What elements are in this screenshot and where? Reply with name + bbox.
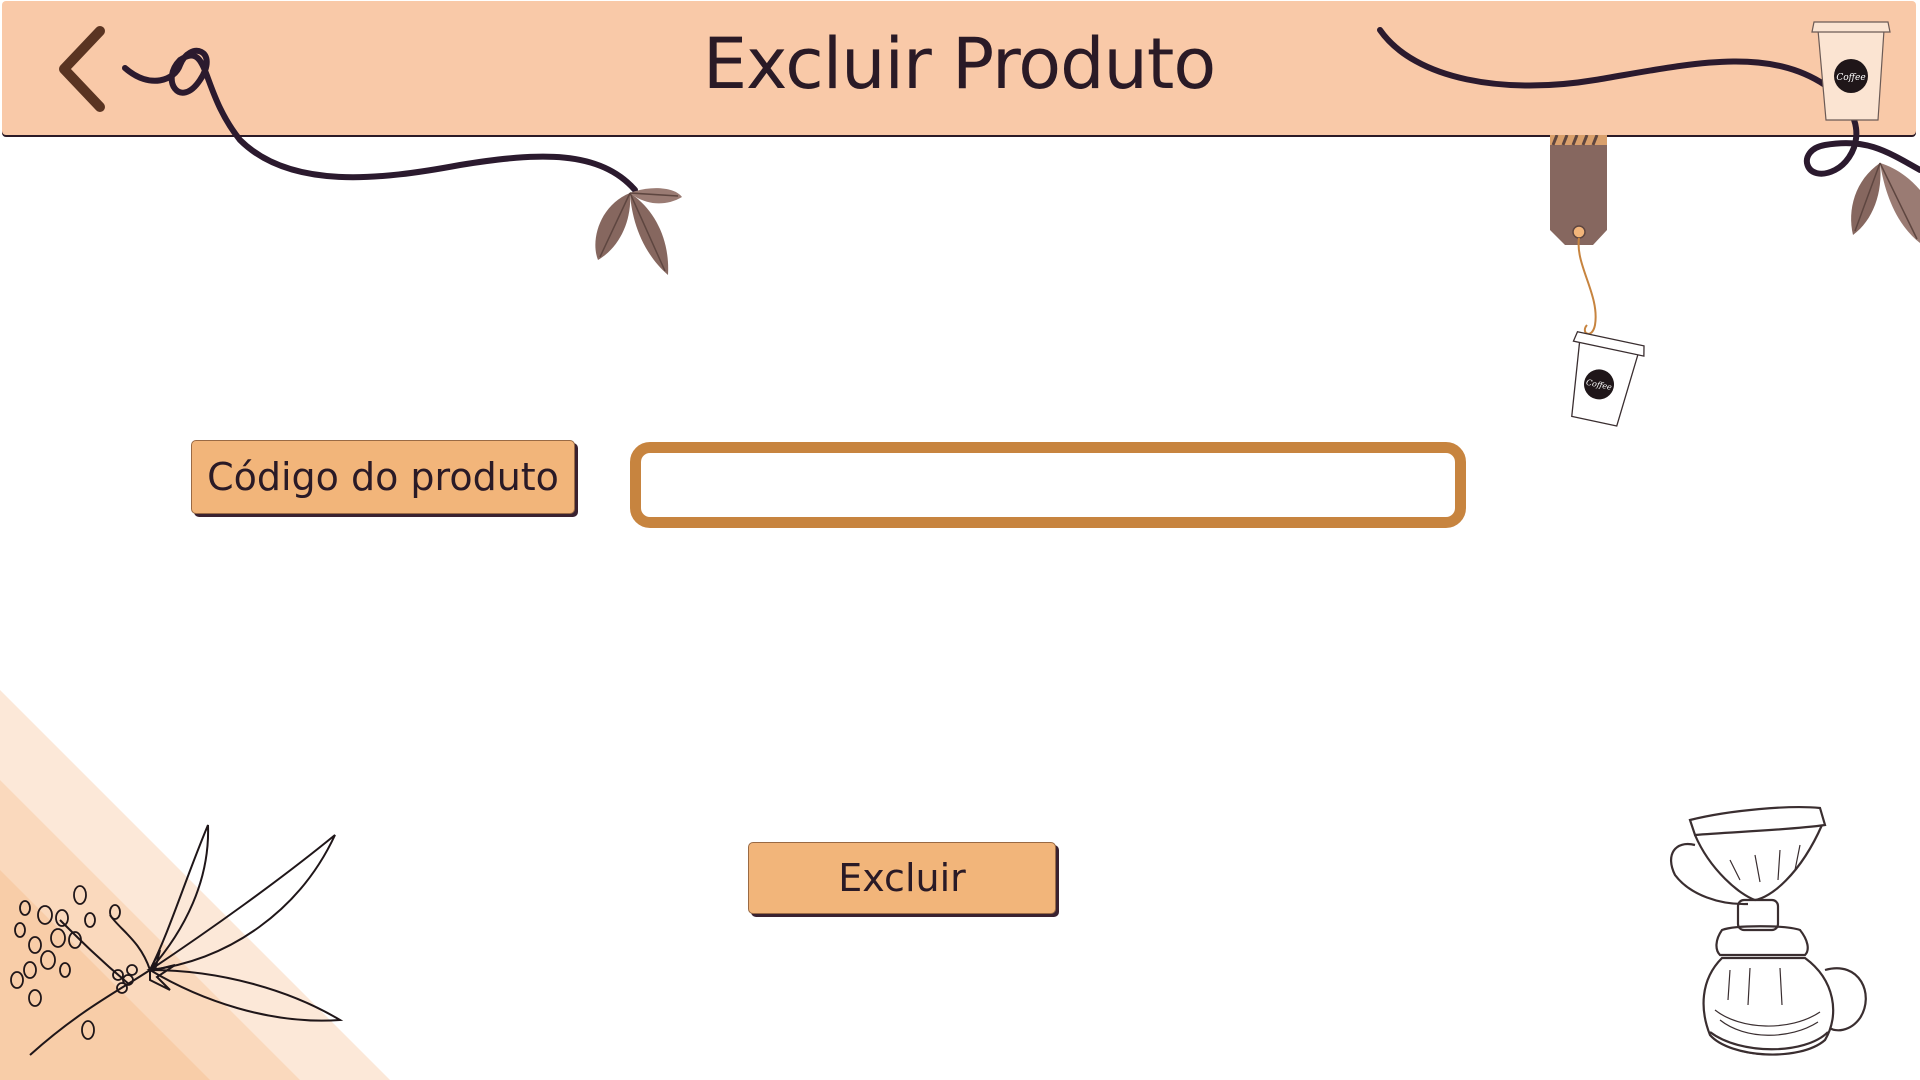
page-title: Excluir Produto <box>702 23 1216 105</box>
svg-text:Coffee: Coffee <box>1836 73 1865 83</box>
header-bar: Excluir Produto <box>2 1 1916 135</box>
chevron-left-icon <box>59 26 105 112</box>
coffee-leaves-icon <box>595 188 682 275</box>
product-code-input[interactable] <box>630 442 1466 528</box>
hanging-tag-icon <box>1550 135 1607 335</box>
coffee-leaves-icon <box>1851 162 1920 243</box>
delete-button[interactable]: Excluir <box>748 842 1056 914</box>
coffee-branch-icon <box>10 824 344 1056</box>
product-code-label: Código do produto <box>191 440 575 514</box>
coffee-cup-icon: Coffee <box>1811 21 1891 121</box>
coffee-cup-icon: Coffee <box>1571 330 1645 427</box>
swirl-line-icon <box>122 47 638 193</box>
back-button[interactable] <box>54 23 118 113</box>
pour-over-coffee-maker-icon <box>1669 806 1867 1056</box>
